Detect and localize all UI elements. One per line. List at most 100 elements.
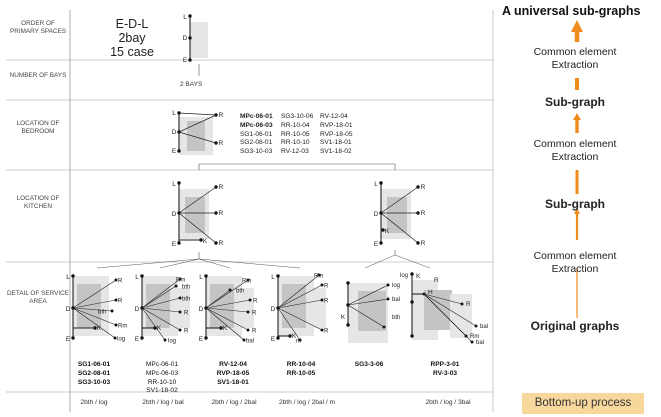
service-codes-2: MPc-06-01 MPc-06-03 RR-10-10 SV1-18-02 — [127, 361, 197, 396]
case-order: E-D-L — [115, 17, 149, 31]
case-code: RR-10-05 — [281, 130, 310, 138]
graph-edge — [141, 307, 181, 331]
graph-edge — [72, 307, 117, 326]
graph-edge — [205, 307, 245, 341]
node-label-r: R — [253, 299, 258, 305]
graph-node — [177, 241, 181, 245]
case-code: RV-12-04 — [320, 113, 348, 120]
graph-node — [346, 281, 350, 285]
graph-edge — [205, 289, 231, 309]
case-code: RVP-18-05 — [216, 369, 250, 377]
node-label-bal: bal — [480, 324, 488, 330]
graph-drawings: LDELDERRLDERRRKLDERRRKLDERRbthRmlogKLDER… — [66, 14, 488, 346]
node-label-r: R — [118, 279, 123, 285]
graph-edge — [178, 186, 217, 214]
graph-node — [188, 14, 192, 18]
node-label-bth: bth — [236, 289, 244, 295]
subgraph-label-lower: Sub-graph — [545, 197, 605, 211]
footer-1: 2bth / log — [80, 399, 108, 406]
node-label-d: D — [66, 306, 71, 313]
graph-node — [140, 336, 144, 340]
graph-edge — [72, 307, 113, 312]
node-label-bal: bal — [392, 297, 400, 303]
node-label-r: R — [219, 112, 224, 119]
fan-line — [198, 258, 301, 269]
node-label-e: E — [199, 336, 204, 343]
graph-edge — [380, 212, 419, 244]
graph-edge — [205, 279, 249, 309]
bays-label: 2 BAYS — [180, 81, 203, 88]
node-label-l: L — [199, 274, 203, 281]
node-label-l: L — [66, 274, 70, 281]
node-label-k: K — [157, 325, 162, 332]
node-label-bth: bth — [98, 310, 106, 316]
node-label-e: E — [172, 241, 177, 248]
case-code: MPc-06-01 — [145, 361, 179, 368]
graph-edge — [141, 278, 181, 309]
node-label-r: R — [324, 329, 329, 335]
footer-3: 2bth / log / 2bal — [211, 399, 257, 406]
space-zone — [187, 121, 205, 151]
node-label-k: K — [416, 273, 421, 280]
footer-5: 2bth / log / 3bal — [425, 399, 471, 406]
original-graphs-label: Original graphs — [530, 319, 620, 333]
node-label-r: R — [421, 240, 426, 247]
extraction-line: Extraction — [551, 150, 599, 163]
graph-edge — [277, 299, 323, 309]
graph-node — [204, 274, 208, 278]
footer-2: 2bth / log / bal — [142, 399, 184, 406]
node-label-r: R — [184, 329, 189, 335]
bedroom-codes-col1: MPc-06-01 MPc-06-03 SG1-06-01 SG2-08-01 … — [240, 113, 273, 157]
case-code: MPc-06-03 — [145, 369, 179, 377]
node-label-bal: bal — [246, 339, 254, 345]
node-label-r: R — [252, 329, 257, 335]
graph-node — [410, 272, 414, 276]
case-code: RR-10-05 — [286, 369, 316, 377]
table-rules — [6, 10, 494, 412]
graph-node — [382, 325, 386, 329]
graph-edge — [141, 297, 181, 309]
graph-edge — [277, 307, 323, 331]
node-label-bth: bth — [392, 315, 400, 321]
graph-edge — [72, 307, 116, 339]
case-code: SV1-18-01 — [320, 139, 352, 147]
graph-edge — [347, 284, 389, 306]
node-label-r: R — [219, 240, 224, 247]
case-code: SG2-08-01 — [77, 369, 111, 377]
node-label-rm: Rm — [176, 278, 185, 284]
node-label-d: D — [172, 211, 177, 218]
case-code: SG1-06-01 — [240, 130, 273, 138]
graph-node — [379, 181, 383, 185]
case-code: RR-10-10 — [147, 378, 177, 386]
node-label-d: D — [183, 35, 188, 42]
graph-node — [71, 336, 75, 340]
case-code: RVP-18-05 — [320, 130, 353, 138]
graph-node — [177, 181, 181, 185]
graph-node — [410, 300, 414, 304]
graph-edge — [205, 307, 249, 331]
node-label-r: R — [252, 311, 257, 317]
node-label-l: L — [374, 181, 378, 188]
node-label-k: K — [385, 228, 390, 235]
row-label-bays: NUMBER OF BAYS — [9, 72, 67, 79]
graph-edge — [205, 299, 251, 309]
case-code: RR-10-04 — [286, 361, 316, 368]
graph-node — [379, 241, 383, 245]
graph-node — [71, 274, 75, 278]
node-label-l: L — [135, 274, 139, 281]
extraction-step-3: Common element Extraction — [520, 250, 630, 275]
subgraph-label-upper: Sub-graph — [545, 95, 605, 109]
extraction-line: Extraction — [551, 262, 599, 275]
graph-edge — [423, 293, 463, 305]
service-codes-1: SG1-06-01 SG2-08-01 SG3-10-03 — [59, 361, 129, 387]
arrow-head — [574, 208, 580, 214]
case-code: SV1-18-01 — [217, 378, 249, 386]
service-codes-3: RV-12-04 RVP-18-05 SV1-18-01 — [198, 361, 268, 387]
graph-edge — [178, 112, 217, 116]
node-label-r: R — [421, 184, 426, 191]
graph-edge — [347, 304, 385, 328]
case-code: RV-12-04 — [219, 361, 247, 368]
node-label-e: E — [135, 336, 140, 343]
row-label-service: DETAIL OF SERVICE AREA — [6, 290, 70, 305]
graph-node — [386, 283, 390, 287]
